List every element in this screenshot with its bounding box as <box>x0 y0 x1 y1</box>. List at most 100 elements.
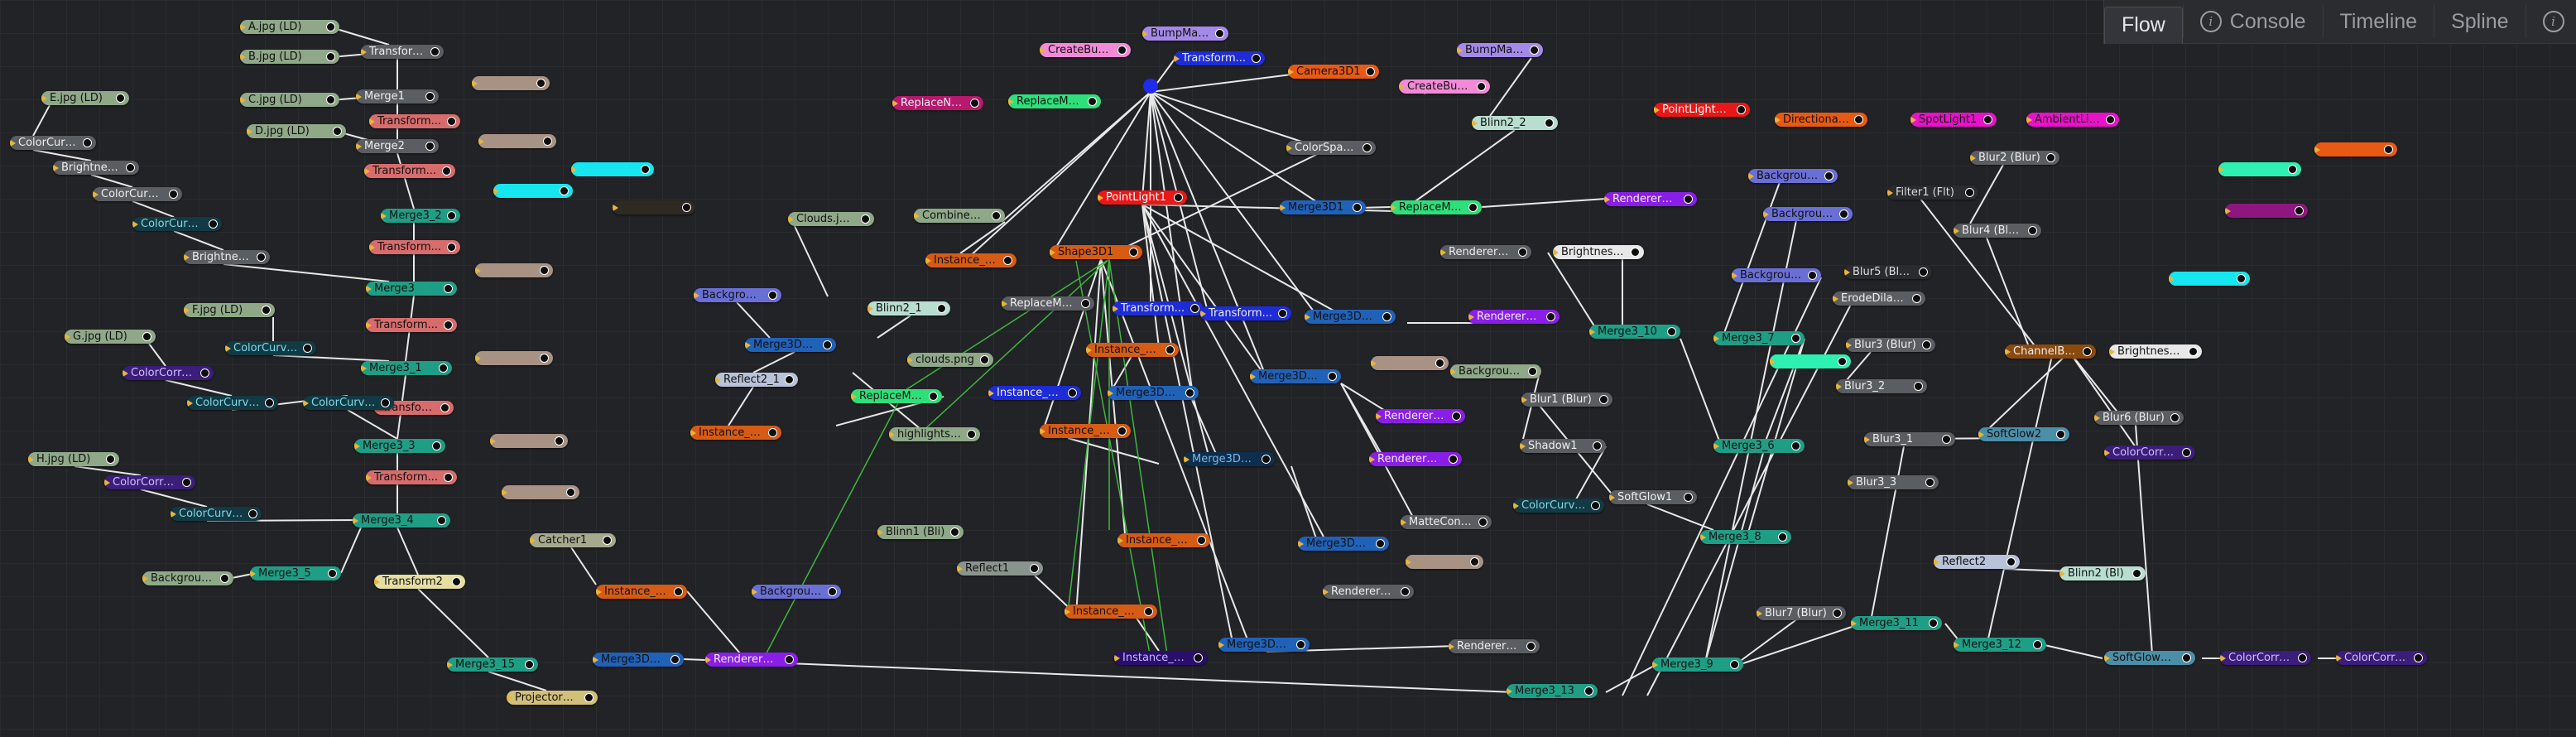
node-output-port[interactable] <box>1965 188 1974 197</box>
node-output-port[interactable] <box>1144 607 1153 616</box>
node-input-port[interactable] <box>447 661 453 669</box>
node-directional[interactable]: Directional... <box>1775 113 1867 127</box>
node-output-port[interactable] <box>326 52 335 61</box>
node-merge3d1-6[interactable]: Merge3D1_6 <box>1218 638 1310 652</box>
node-input-port[interactable] <box>361 364 367 373</box>
node-merge3-2[interactable]: Merge3_2 <box>381 209 460 223</box>
node-output-port[interactable] <box>2083 347 2092 356</box>
node-transform-a[interactable]: Transform... <box>369 114 460 128</box>
node-output-port[interactable] <box>1470 557 1479 566</box>
node-input-port[interactable] <box>1117 537 1123 545</box>
node-output-port[interactable] <box>1737 105 1746 114</box>
node-input-port[interactable] <box>690 429 696 437</box>
node-d-jpg[interactable]: D.jpg (LD) <box>247 124 346 138</box>
node-bumpmap1[interactable]: BumpMap1 <box>1142 26 1228 41</box>
node-output-port[interactable] <box>142 332 151 341</box>
tab-timeline[interactable]: Timeline <box>2322 5 2434 38</box>
node-spotlight1[interactable]: SpotLight1 <box>1910 113 1997 127</box>
node-output-port[interactable] <box>1526 642 1536 651</box>
node-input-port[interactable] <box>914 212 920 220</box>
node-input-port[interactable] <box>2104 449 2110 457</box>
node-output-port[interactable] <box>381 398 390 407</box>
node-blur2[interactable]: Blur2 (Blur) <box>1970 151 2059 165</box>
node-output-port[interactable] <box>447 243 456 252</box>
node-output-port[interactable] <box>1468 203 1478 212</box>
node-input-port[interactable] <box>1086 346 1092 354</box>
node-input-port[interactable] <box>1770 358 1776 366</box>
node-output-port[interactable] <box>1088 97 1097 106</box>
node-output-port[interactable] <box>1117 46 1127 55</box>
node-input-port[interactable] <box>1934 558 1939 566</box>
node-shadow1[interactable]: Shadow1 <box>1520 439 1606 453</box>
node-output-port[interactable] <box>1382 312 1391 321</box>
swatch-node-mint-1[interactable] <box>1770 354 1851 368</box>
node-background-e[interactable]: Backgroun... <box>1732 268 1821 282</box>
node-blinn2-1[interactable]: Blinn2_1 <box>867 301 950 316</box>
node-input-port[interactable] <box>2314 146 2320 154</box>
node-e-jpg[interactable]: E.jpg (LD) <box>41 91 129 105</box>
node-output-port[interactable] <box>2414 653 2423 662</box>
node-output-port[interactable] <box>2295 206 2304 215</box>
node-output-port[interactable] <box>430 47 440 56</box>
node-output-port[interactable] <box>1435 359 1444 368</box>
node-blinn2-2[interactable]: Blinn2_2 <box>1472 116 1558 130</box>
node-merge3d1-4[interactable]: Merge3D1_4 <box>1250 369 1341 383</box>
node-input-port[interactable] <box>1050 248 1055 257</box>
node-output-port[interactable] <box>1197 536 1206 545</box>
node-f-jpg[interactable]: F.jpg (LD) <box>184 303 275 317</box>
node-input-port[interactable] <box>1142 30 1148 38</box>
node-colorcurve-c[interactable]: ColorCurve... <box>303 396 394 410</box>
node-output-port[interactable] <box>447 211 456 220</box>
node-merge3d1-9[interactable]: Merge3D1_9 <box>593 653 684 667</box>
node-output-port[interactable] <box>540 354 549 363</box>
node-renderer3d-d[interactable]: Renderer3D... <box>1369 452 1462 466</box>
node-replacemat-a[interactable]: ReplaceMat... <box>1002 296 1094 311</box>
node-input-port[interactable] <box>1323 588 1329 596</box>
swatch-node-cyan-2[interactable] <box>493 184 573 198</box>
node-output-port[interactable] <box>326 95 335 104</box>
node-input-port[interactable] <box>1604 195 1610 204</box>
node-output-port[interactable] <box>1545 118 1554 128</box>
node-output-port[interactable] <box>768 291 777 300</box>
node-output-port[interactable] <box>641 165 650 174</box>
node-input-port[interactable] <box>1113 305 1118 313</box>
node-blur3-3[interactable]: Blur3_3 <box>1848 475 1939 489</box>
node-colorcorre-e[interactable]: ColorCorre... <box>2336 651 2427 665</box>
node-replacemat-c[interactable]: ReplaceMat... <box>1008 94 1101 108</box>
node-output-port[interactable] <box>1591 501 1600 510</box>
node-input-port[interactable] <box>1520 442 1526 450</box>
node-merge3-5[interactable]: Merge3_5 <box>250 566 341 580</box>
node-input-port[interactable] <box>1065 608 1070 616</box>
node-highlights[interactable]: highlights.j... <box>889 427 980 441</box>
node-merge3d1[interactable]: Merge3D1 <box>1280 200 1366 214</box>
node-input-port[interactable] <box>356 93 362 101</box>
node-merge3-7[interactable]: Merge3_7 <box>1713 331 1805 345</box>
node-instance-tr-b[interactable]: Instance_Tr... <box>1114 651 1207 665</box>
node-replacemat-d[interactable]: ReplaceMat... <box>1391 200 1482 214</box>
node-merge3-10[interactable]: Merge3_10 <box>1589 325 1680 339</box>
node-input-port[interactable] <box>1371 359 1377 368</box>
node-input-port[interactable] <box>877 528 883 537</box>
node-input-port[interactable] <box>502 489 507 497</box>
node-input-port[interactable] <box>1468 313 1474 321</box>
node-input-port[interactable] <box>1954 641 1959 649</box>
node-colorcurve-a[interactable]: ColorCurve... <box>225 341 316 355</box>
node-softglow2[interactable]: SoftGlow2 <box>1978 427 2069 441</box>
node-output-port[interactable] <box>1839 210 1848 219</box>
node-input-port[interactable] <box>596 588 602 596</box>
node-input-port[interactable] <box>571 166 577 174</box>
swatch-node-tan-2[interactable] <box>478 134 556 148</box>
node-merge3-15[interactable]: Merge3_15 <box>447 658 538 672</box>
node-input-port[interactable] <box>366 285 372 293</box>
node-output-port[interactable] <box>1081 299 1090 308</box>
node-merge3[interactable]: Merge3 <box>366 282 457 296</box>
node-input-port[interactable] <box>493 187 499 195</box>
node-merge1[interactable]: Merge1 <box>356 89 439 104</box>
node-output-port[interactable] <box>1366 67 1375 76</box>
node-input-port[interactable] <box>530 537 536 545</box>
node-blur7[interactable]: Blur7 (Blur) <box>1757 606 1846 620</box>
node-shape3d1[interactable]: Shape3D1 <box>1050 245 1142 259</box>
node-merge3-12[interactable]: Merge3_12 <box>1954 638 2046 652</box>
node-brightness-c[interactable]: Brightness... <box>1553 245 1644 259</box>
node-background-b[interactable]: Backgroun... <box>752 585 841 599</box>
